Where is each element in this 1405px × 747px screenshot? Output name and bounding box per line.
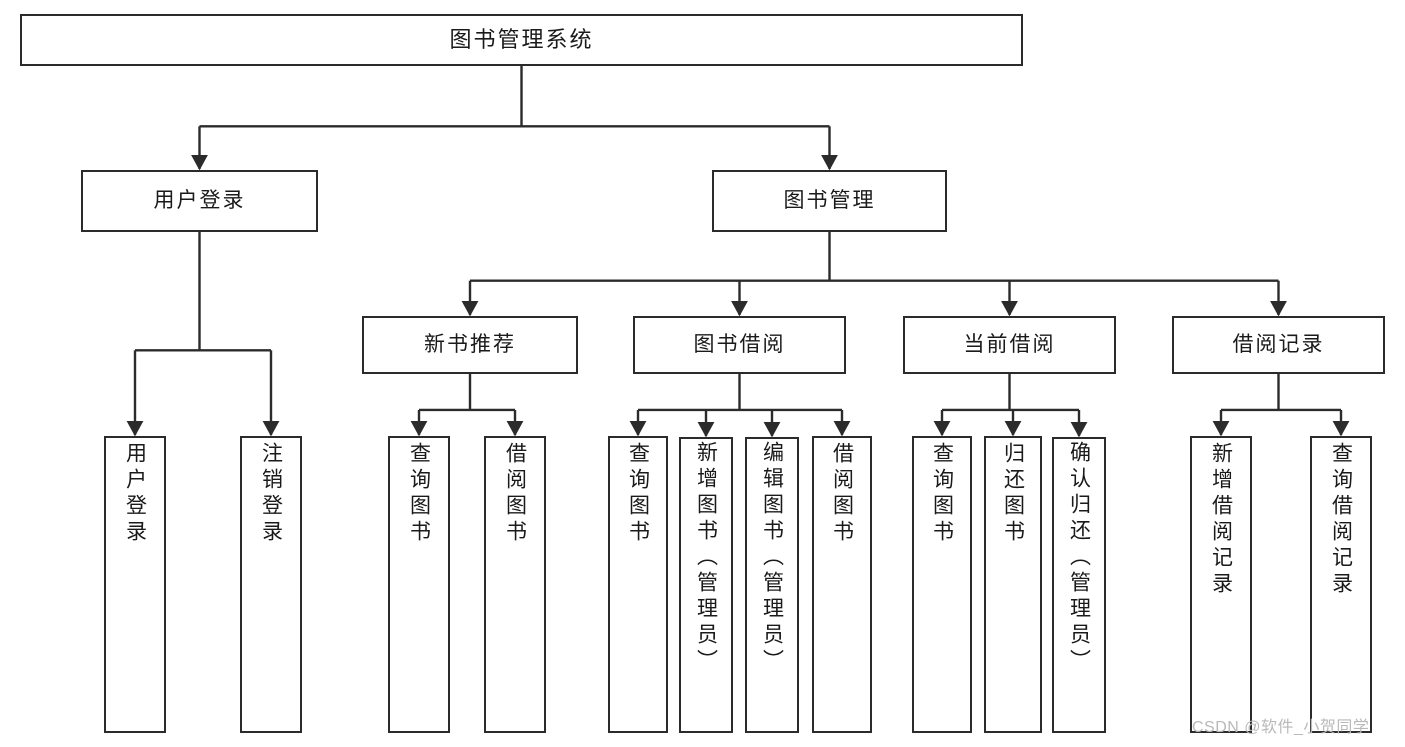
node-label: 图书管理系统 (449, 27, 594, 53)
node-leaf-borrow-book-1[interactable]: 借阅图书 (484, 436, 546, 733)
node-borrow-record[interactable]: 借阅记录 (1172, 316, 1385, 374)
node-label: 用户登录 (153, 188, 246, 212)
node-leaf-borrow-book-2[interactable]: 借阅图书 (812, 436, 872, 733)
node-label: 新书推荐 (424, 332, 516, 356)
node-leaf-add-book[interactable]: 新增图书（管理员） (679, 437, 733, 733)
node-label: 新增借阅记录 (1209, 442, 1233, 598)
node-leaf-query-book-3[interactable]: 查询图书 (912, 436, 972, 733)
node-book-manage[interactable]: 图书管理 (712, 170, 947, 232)
node-leaf-edit-book[interactable]: 编辑图书（管理员） (745, 437, 799, 733)
node-label: 编辑图书（管理员） (760, 441, 784, 675)
node-leaf-query-book-1[interactable]: 查询图书 (388, 436, 450, 733)
node-label: 图书借阅 (693, 332, 786, 356)
node-label: 查询图书 (930, 442, 954, 546)
node-label: 图书管理 (783, 188, 876, 212)
node-new-book-recommend[interactable]: 新书推荐 (362, 316, 578, 374)
node-leaf-logout[interactable]: 注销登录 (240, 436, 302, 733)
node-label: 借阅记录 (1232, 332, 1325, 356)
node-leaf-query-record[interactable]: 查询借阅记录 (1310, 436, 1372, 733)
node-label: 用户登录 (123, 442, 147, 546)
node-root[interactable]: 图书管理系统 (20, 14, 1023, 66)
node-leaf-query-book-2[interactable]: 查询图书 (608, 436, 668, 733)
node-current-borrow[interactable]: 当前借阅 (903, 316, 1116, 374)
csdn-watermark: CSDN @软件_小贺同学 (1192, 719, 1370, 736)
node-label: 注销登录 (259, 442, 283, 546)
node-leaf-confirm-return[interactable]: 确认归还（管理员） (1052, 437, 1106, 733)
node-label: 归还图书 (1001, 442, 1025, 546)
node-label: 确认归还（管理员） (1067, 441, 1091, 675)
node-leaf-add-record[interactable]: 新增借阅记录 (1190, 436, 1252, 733)
node-leaf-user-login[interactable]: 用户登录 (104, 436, 166, 733)
node-book-borrow[interactable]: 图书借阅 (633, 316, 846, 374)
node-label: 查询图书 (407, 442, 431, 546)
node-label: 查询图书 (626, 442, 650, 546)
node-label: 查询借阅记录 (1329, 442, 1353, 598)
node-label: 借阅图书 (503, 442, 527, 546)
node-label: 新增图书（管理员） (694, 441, 718, 675)
node-user-login[interactable]: 用户登录 (81, 170, 318, 232)
node-label: 当前借阅 (963, 332, 1056, 356)
node-leaf-return-book[interactable]: 归还图书 (984, 436, 1042, 733)
node-label: 借阅图书 (830, 442, 854, 546)
